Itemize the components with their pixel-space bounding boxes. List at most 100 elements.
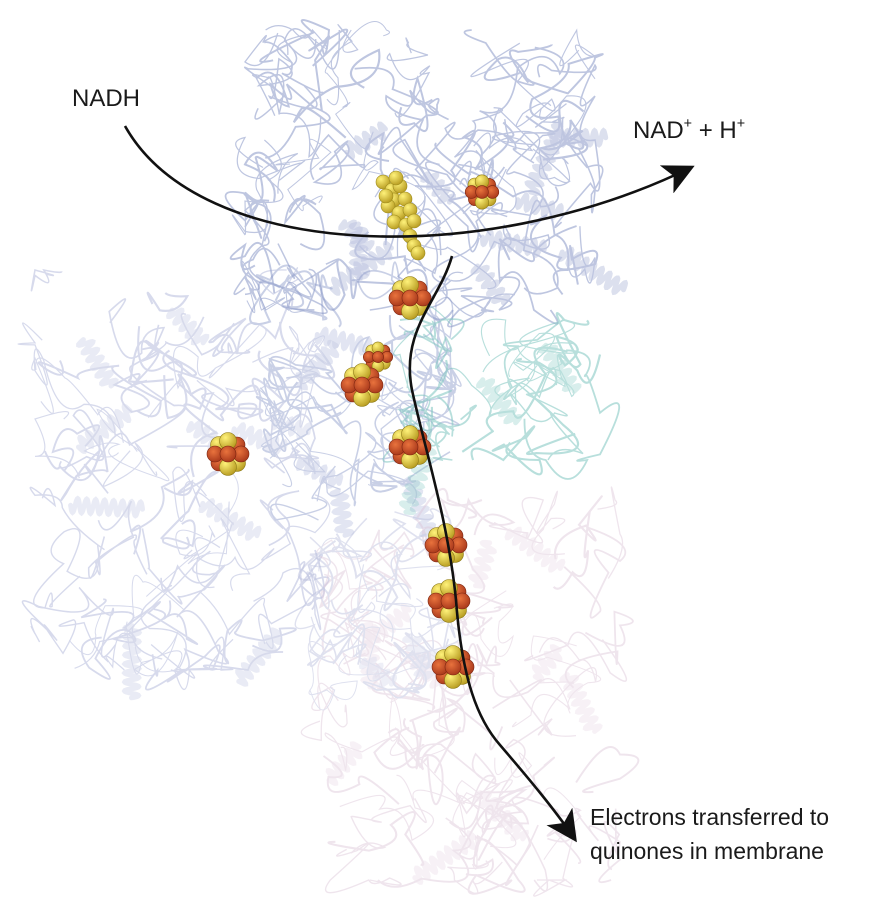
- alpha-helix-ribbon: [549, 127, 609, 149]
- protein-backbone-loop: [322, 755, 400, 805]
- iron-atom: [372, 351, 384, 363]
- protein-backbone-loop: [437, 367, 530, 419]
- protein-backbone-loop: [392, 138, 480, 253]
- protein-backbone-loop: [507, 378, 584, 461]
- alpha-helix-ribbon: [360, 621, 382, 690]
- protein-backbone-loop: [294, 536, 331, 659]
- protein-backbone-loop: [83, 316, 205, 494]
- fmn-atom: [386, 214, 402, 230]
- protein-backbone-loop: [128, 339, 198, 384]
- nadh-label: NADH: [72, 85, 141, 112]
- protein-backbone-loop: [257, 321, 335, 397]
- iron-sulfur-cluster-icon: [464, 174, 500, 210]
- protein-backbone-loop: [259, 19, 331, 63]
- protein-backbone-loop: [598, 821, 622, 884]
- protein-backbone-loop: [255, 391, 357, 453]
- protein-backbone-loop: [525, 53, 604, 133]
- protein-backbone-loop: [417, 743, 524, 803]
- protein-backbone-loop: [183, 517, 251, 591]
- protein-backbone-loop: [300, 682, 339, 742]
- protein-backbone-loop: [310, 608, 394, 650]
- protein-backbone-loop: [392, 632, 430, 694]
- protein-backbone-loop: [445, 817, 539, 867]
- fmn-atom: [378, 188, 394, 204]
- protein-backbone-loop: [567, 137, 604, 214]
- protein-backbone-loop: [175, 525, 216, 557]
- protein-backbone-loop: [145, 473, 239, 597]
- protein-backbone-loop: [43, 435, 109, 502]
- iron-sulfur-cluster-chain: [206, 174, 500, 689]
- protein-backbone-loop: [249, 264, 315, 326]
- protein-backbone-loop: [283, 28, 341, 70]
- protein-backbone-loop: [365, 529, 415, 590]
- alpha-helix-ribbon: [524, 123, 568, 196]
- protein-backbone-loop: [267, 490, 300, 547]
- iron-atom: [219, 445, 237, 463]
- protein-backbone-loop: [317, 620, 387, 728]
- protein-backbone-loop: [161, 519, 196, 550]
- alpha-helix-ribbon: [403, 651, 448, 689]
- protein-backbone-loop: [398, 726, 461, 805]
- protein-backbone-loop: [382, 419, 441, 463]
- protein-backbone-loop: [477, 756, 555, 862]
- protein-backbone-loop: [141, 528, 218, 605]
- alpha-helix-ribbon: [329, 241, 394, 296]
- alpha-helix-ribbon: [121, 623, 143, 701]
- protein-backbone-loop: [567, 226, 596, 284]
- protein-backbone-loop: [124, 621, 183, 677]
- protein-backbone-loop: [326, 24, 359, 106]
- protein-backbone-loop: [243, 44, 298, 120]
- protein-backbone-loop: [127, 537, 221, 660]
- protein-backbone-loop: [363, 565, 395, 591]
- protein-backbone-loop: [320, 544, 405, 665]
- protein-backbone-loop: [243, 151, 279, 239]
- protein-backbone-loop: [30, 268, 63, 292]
- protein-backbone-loop: [538, 637, 598, 737]
- alpha-helix-ribbon: [76, 403, 133, 454]
- protein-backbone-loop: [529, 214, 599, 285]
- protein-backbone-loop: [379, 602, 449, 658]
- protein-backbone-loop: [241, 247, 315, 311]
- protein-backbone-loop: [458, 774, 549, 892]
- protein-backbone-loop: [160, 564, 229, 673]
- nad-plus-label: NAD+ + H+: [633, 115, 745, 146]
- protein-backbone-loop: [564, 610, 634, 689]
- protein-backbone-loop: [575, 746, 640, 794]
- protein-backbone-loop: [31, 356, 124, 443]
- protein-backbone-loop: [58, 409, 105, 469]
- iron-sulfur-cluster-icon: [206, 432, 250, 476]
- protein-backbone-loop: [396, 232, 497, 290]
- iron-sulfur-cluster-icon: [388, 276, 432, 320]
- nadh-oxidation-arrow: [123, 125, 695, 238]
- protein-backbone-loop: [102, 442, 158, 487]
- protein-backbone-loop: [377, 121, 535, 184]
- protein-backbone-loop: [263, 357, 302, 406]
- protein-backbone-loop: [262, 406, 342, 458]
- alpha-helix-ribbon: [325, 741, 363, 786]
- protein-backbone-loop: [83, 408, 170, 482]
- protein-backbone-loop: [523, 349, 620, 480]
- protein-backbone-loop: [146, 291, 190, 312]
- protein-backbone-loop: [349, 564, 424, 622]
- alpha-helix-ribbon: [198, 498, 262, 541]
- protein-backbone-loop: [362, 654, 426, 699]
- protein-backbone-loop: [283, 258, 340, 315]
- protein-backbone-loop: [531, 490, 566, 556]
- nad-text: NAD: [633, 117, 684, 145]
- alpha-helix-ribbon: [295, 455, 344, 489]
- fmn-atom: [406, 213, 422, 229]
- protein-backbone-loop: [108, 298, 166, 359]
- protein-backbone-loop: [324, 842, 402, 894]
- protein-backbone-loop: [299, 549, 325, 611]
- protein-backbone-loop: [33, 528, 100, 609]
- protein-backbone-loop: [259, 267, 299, 295]
- protein-backbone-loop: [264, 41, 324, 94]
- protein-backbone-loop: [461, 346, 568, 453]
- protein-backbone-loop: [140, 584, 234, 671]
- alpha-helix-ribbon: [68, 495, 145, 519]
- alpha-helix-ribbon: [480, 228, 547, 259]
- alpha-helix-ribbon: [76, 337, 119, 389]
- protein-backbone-loop: [274, 274, 342, 328]
